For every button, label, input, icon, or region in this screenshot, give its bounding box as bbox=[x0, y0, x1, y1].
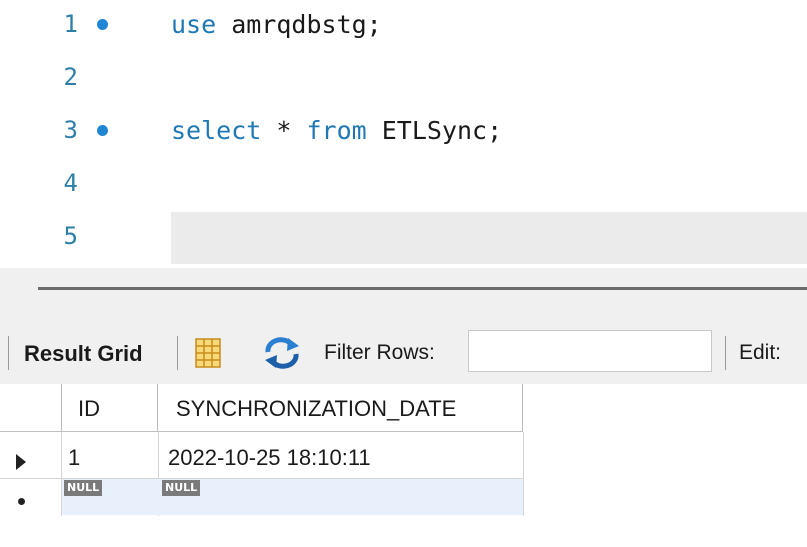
line-number: 2 bbox=[63, 63, 78, 91]
code-text[interactable]: select * from ETLSync; bbox=[171, 116, 503, 145]
new-row[interactable] bbox=[62, 479, 523, 515]
statement-marker-icon bbox=[97, 19, 108, 30]
grid-line bbox=[523, 432, 524, 516]
edit-label: Edit: bbox=[739, 341, 782, 364]
filter-rows-label: Filter Rows: bbox=[324, 341, 435, 364]
line-number: 5 bbox=[63, 222, 78, 250]
toolbar-separator bbox=[725, 336, 726, 370]
grid-line bbox=[0, 478, 523, 479]
editor-line-1[interactable]: 1 use amrqdbstg; bbox=[0, 0, 807, 52]
line-number: 1 bbox=[63, 10, 78, 38]
row-pointer-icon bbox=[16, 454, 26, 470]
null-badge[interactable]: NULL bbox=[64, 480, 103, 496]
result-grid-icon[interactable] bbox=[195, 338, 221, 368]
toolbar-separator bbox=[8, 336, 9, 370]
panel-splitter[interactable] bbox=[38, 287, 807, 290]
current-line-highlight bbox=[171, 212, 807, 264]
null-badge[interactable]: NULL bbox=[162, 480, 201, 496]
editor-line-3[interactable]: 3 select * from ETLSync; bbox=[0, 106, 807, 158]
result-toolbar: Result Grid Filter Rows: Edit: bbox=[0, 322, 807, 384]
statement-marker-icon bbox=[97, 125, 108, 136]
toolbar-separator bbox=[177, 336, 178, 370]
line-number: 3 bbox=[63, 116, 78, 144]
grid-line bbox=[158, 432, 159, 516]
column-header-synchronization-date[interactable]: SYNCHRONIZATION_DATE bbox=[158, 384, 523, 432]
filter-rows-input[interactable] bbox=[468, 330, 712, 372]
sql-editor[interactable]: 1 use amrqdbstg; 2 3 select * from ETLSy… bbox=[0, 0, 807, 268]
line-number: 4 bbox=[63, 169, 78, 197]
grid-line bbox=[61, 432, 62, 516]
result-grid[interactable]: ID SYNCHRONIZATION_DATE 1 2022-10-25 18:… bbox=[0, 384, 807, 547]
row-header-corner bbox=[0, 384, 62, 432]
result-grid-tab[interactable]: Result Grid bbox=[24, 341, 143, 366]
column-header-id[interactable]: ID bbox=[62, 384, 158, 432]
cell-id[interactable]: 1 bbox=[68, 445, 81, 470]
refresh-icon[interactable] bbox=[262, 336, 302, 370]
editor-line-5[interactable]: 5 bbox=[0, 212, 807, 264]
editor-line-2[interactable]: 2 bbox=[0, 53, 807, 105]
cell-sync-date[interactable]: 2022-10-25 18:10:11 bbox=[168, 445, 371, 470]
code-text[interactable]: use amrqdbstg; bbox=[171, 10, 382, 39]
panel-splitter-area bbox=[0, 268, 807, 322]
editor-line-4[interactable]: 4 bbox=[0, 159, 807, 211]
new-row-icon bbox=[18, 498, 25, 505]
